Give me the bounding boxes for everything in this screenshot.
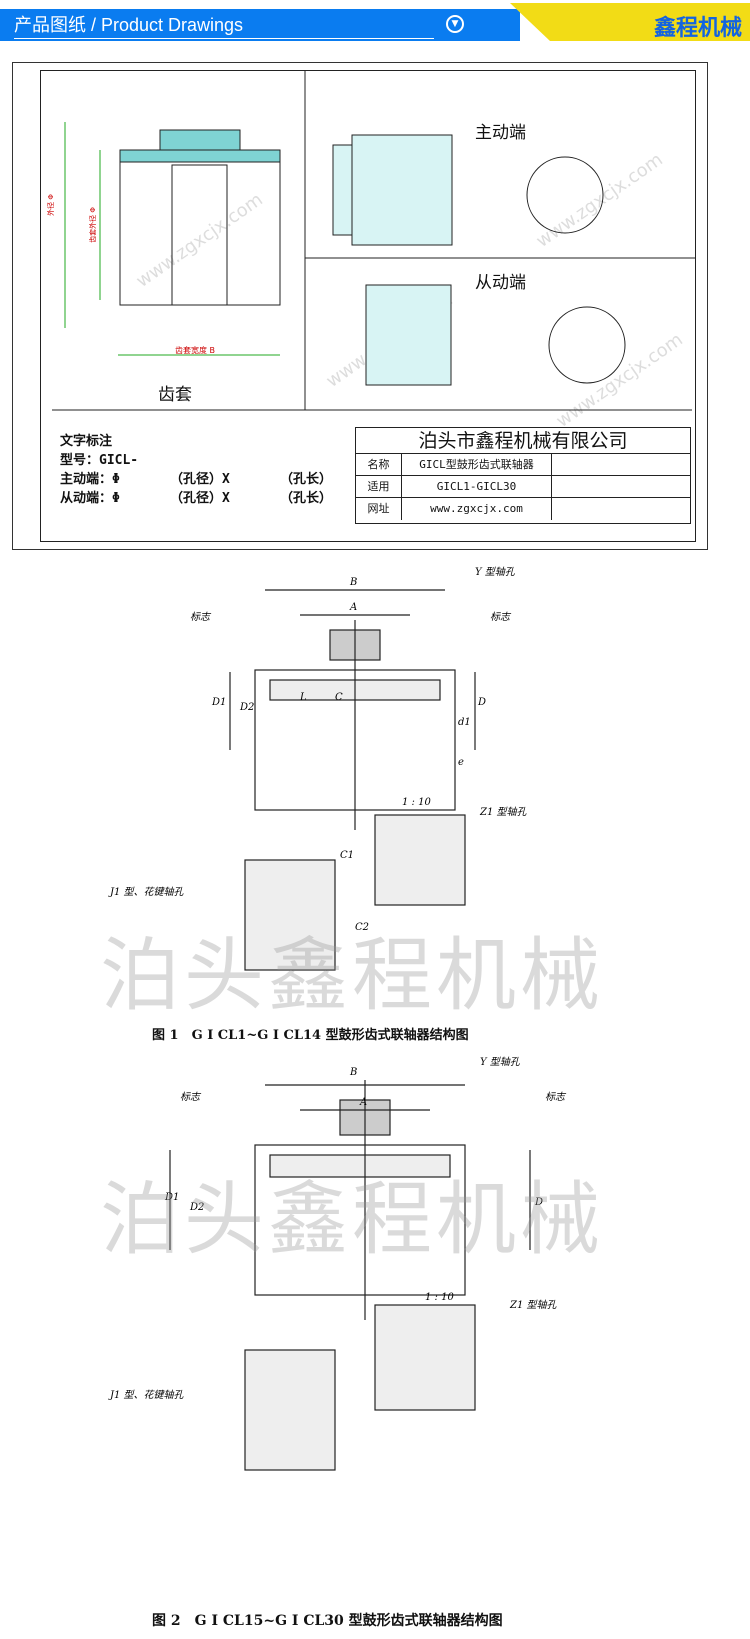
company-name: 泊头市鑫程机械有限公司 bbox=[356, 428, 690, 454]
z1-bore-label: Z1 型轴孔 bbox=[509, 1299, 557, 1311]
row-value: GICL型鼓形齿式联轴器 bbox=[402, 454, 552, 475]
j1-bore-label: J1 型、花键轴孔 bbox=[108, 886, 185, 898]
row-value: www.zgxcjx.com bbox=[402, 498, 552, 520]
z1-bore-label: Z1 型轴孔 bbox=[479, 806, 527, 818]
dim-L: L bbox=[299, 692, 307, 703]
notes-length: （孔长） bbox=[280, 491, 333, 506]
dim-C1: C1 bbox=[340, 850, 354, 861]
brand-name: 鑫程机械 bbox=[653, 16, 742, 41]
chevron-down-circle-icon[interactable]: ▼ bbox=[446, 15, 464, 33]
notes-driving: 主动端：Φ bbox=[60, 472, 120, 487]
structure-drawings: B A 标志 标志 Y 型轴孔 D1 D2 L C D d1 e 1 : 10 … bbox=[108, 566, 567, 1471]
header-bar bbox=[0, 9, 520, 41]
dim-D2: D2 bbox=[189, 1202, 204, 1213]
drawing-sheet bbox=[12, 62, 708, 550]
notes-title: 文字标注 bbox=[60, 434, 113, 449]
taper-label: 1 : 10 bbox=[402, 797, 431, 808]
big-watermark: 泊头鑫程机械 bbox=[100, 1173, 604, 1266]
mark-label: 标志 bbox=[190, 611, 212, 623]
dim-B: B bbox=[349, 577, 357, 588]
notes-bore: （孔径）X bbox=[170, 472, 230, 487]
j1-bore-label: J1 型、花键轴孔 bbox=[108, 1389, 185, 1401]
y-bore-label: Y 型轴孔 bbox=[475, 566, 516, 578]
taper-label: 1 : 10 bbox=[425, 1292, 454, 1303]
driven-end-label: 从动端 bbox=[475, 273, 526, 293]
dim-C2: C2 bbox=[355, 922, 369, 933]
dim-D: D bbox=[477, 697, 486, 708]
mark-label: 标志 bbox=[180, 1091, 202, 1103]
tooth-width-label: 齿套宽度 B bbox=[175, 346, 216, 355]
tooth-dia-label: 齿套外径 Φ bbox=[88, 207, 97, 243]
text-notes: 文字标注 型号：GICL- 主动端：Φ （孔径）X （孔长） 从动端：Φ （孔径）X （… bbox=[60, 432, 332, 508]
figure-1-caption: 图 1 G Ⅰ CL1~G Ⅰ CL14 型鼓形齿式联轴器结构图 bbox=[152, 1028, 469, 1043]
notes-driven: 从动端：Φ bbox=[60, 491, 120, 506]
mark-label: 标志 bbox=[545, 1091, 567, 1103]
sleeve-label: 齿套 bbox=[158, 385, 192, 405]
row-key: 网址 bbox=[356, 498, 402, 520]
y-bore-label: Y 型轴孔 bbox=[480, 1056, 521, 1068]
sheet-drawing bbox=[52, 70, 696, 411]
figure-2-caption: 图 2 G Ⅰ CL15~G Ⅰ CL30 型鼓形齿式联轴器结构图 bbox=[152, 1613, 503, 1629]
driving-end-label: 主动端 bbox=[475, 123, 526, 143]
outer-dia-label: 外径 Φ bbox=[46, 194, 55, 216]
dim-D1: D1 bbox=[211, 697, 226, 708]
mark-label: 标志 bbox=[490, 611, 512, 623]
dim-A: A bbox=[359, 1097, 367, 1108]
dim-D: D bbox=[534, 1197, 543, 1208]
notes-length: （孔长） bbox=[280, 472, 333, 487]
drawing-frame bbox=[40, 70, 696, 542]
section-header: 产品图纸 / Product Drawings ▼ 鑫程机械 bbox=[0, 0, 750, 44]
dim-D1: D1 bbox=[164, 1192, 179, 1203]
dim-A: A bbox=[349, 602, 357, 613]
dim-C: C bbox=[335, 692, 343, 703]
dim-d1: d1 bbox=[458, 717, 471, 728]
dim-D2: D2 bbox=[239, 702, 254, 713]
dim-B: B bbox=[349, 1067, 357, 1078]
notes-bore: （孔径）X bbox=[170, 491, 230, 506]
row-key: 适用 bbox=[356, 476, 402, 497]
row-key: 名称 bbox=[356, 454, 402, 475]
title-underline bbox=[14, 38, 434, 39]
brand-bar bbox=[510, 3, 750, 41]
row-value: GICL1-GICL30 bbox=[402, 476, 552, 497]
dim-e: e bbox=[458, 757, 464, 768]
big-watermark: 泊头鑫程机械 bbox=[100, 929, 604, 1022]
section-title: 产品图纸 / Product Drawings bbox=[14, 15, 244, 35]
notes-model: 型号：GICL- bbox=[60, 453, 139, 468]
